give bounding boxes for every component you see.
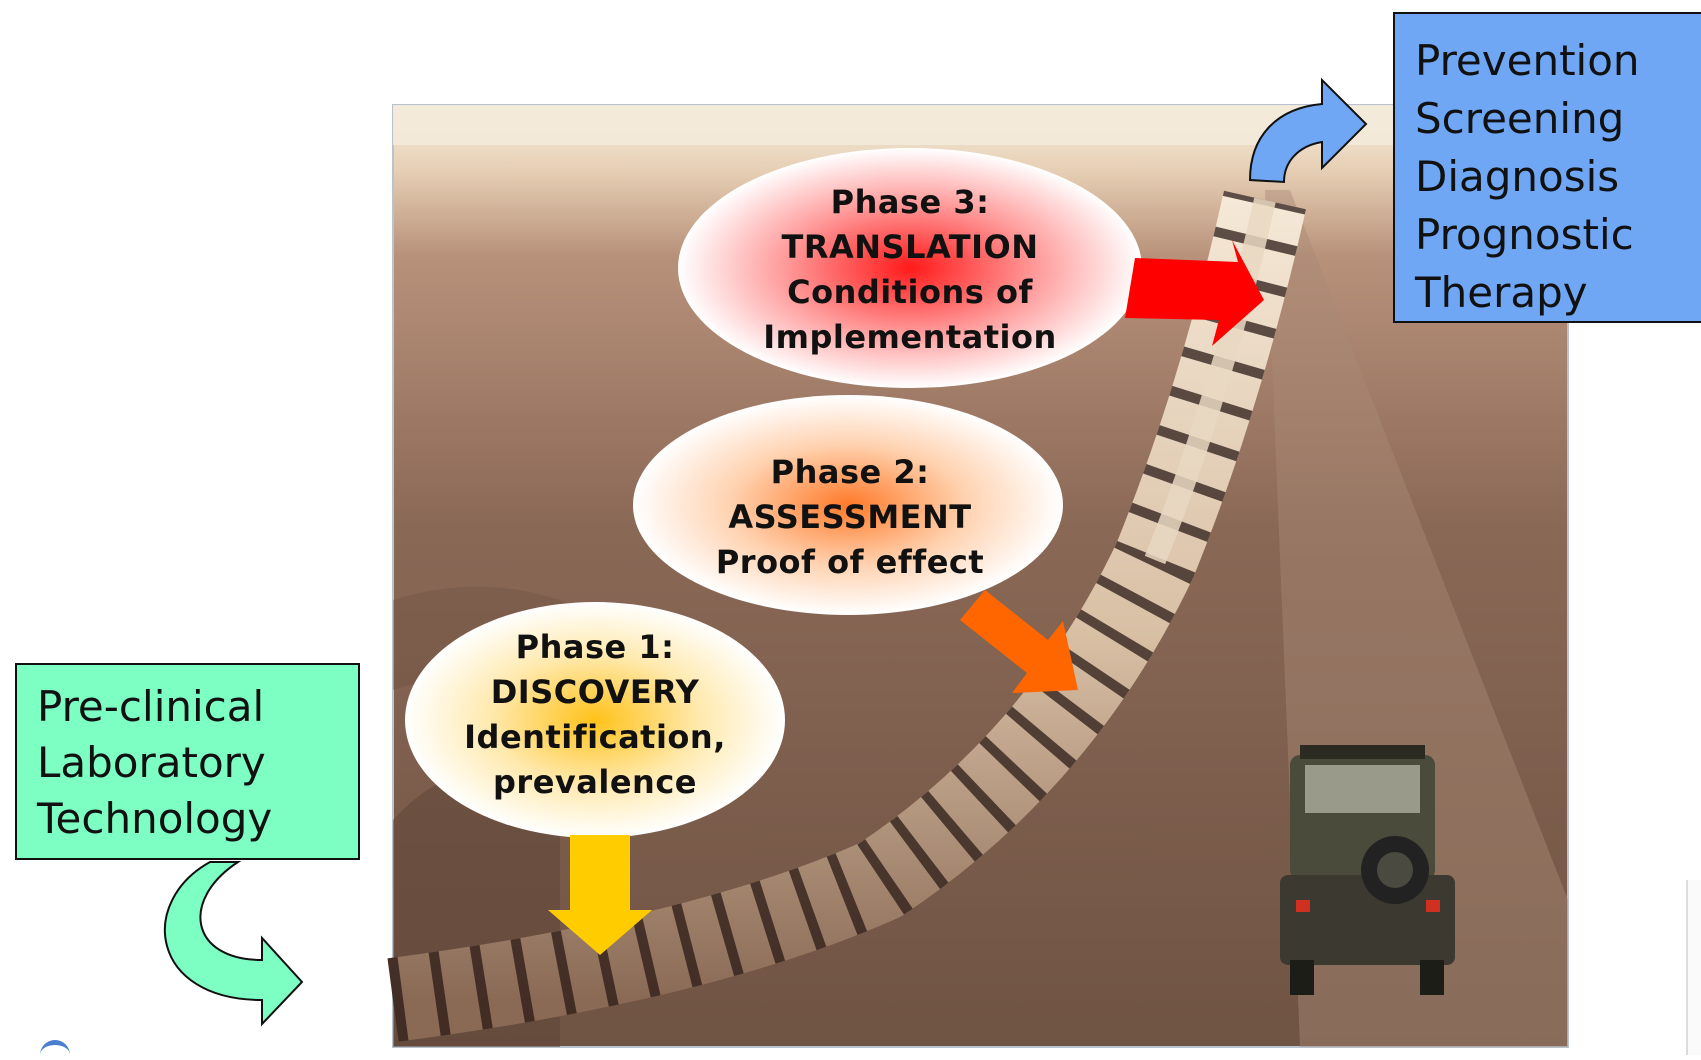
phase1-arrow-icon bbox=[548, 835, 652, 955]
outcome-line: Diagnosis bbox=[1415, 152, 1620, 201]
vehicle bbox=[1280, 745, 1455, 995]
phase1-line: Phase 1: bbox=[515, 628, 675, 666]
preclinical-line: Technology bbox=[37, 794, 273, 843]
phase1-label: Phase 1: DISCOVERY Identification, preva… bbox=[410, 625, 780, 805]
phase2-bubble bbox=[633, 395, 1063, 615]
phase1-line: Identification, bbox=[464, 718, 726, 756]
preclinical-line: Laboratory bbox=[37, 738, 266, 787]
phase2-arrow-icon bbox=[960, 590, 1078, 693]
preclinical-line: Pre-clinical bbox=[37, 682, 265, 731]
preclinical-box: Pre-clinical Laboratory Technology bbox=[15, 663, 360, 860]
phase3-arrow-icon bbox=[1125, 240, 1264, 346]
phase3-line: Conditions of bbox=[787, 273, 1033, 311]
edge-fragment bbox=[1686, 880, 1701, 1055]
logo-fragment-icon bbox=[40, 1040, 70, 1060]
pipeline bbox=[387, 190, 1306, 1042]
phase3-bubble bbox=[678, 148, 1142, 388]
phase1-line: DISCOVERY bbox=[490, 673, 700, 711]
phase1-bubble bbox=[405, 602, 785, 838]
phase3-line: TRANSLATION bbox=[781, 228, 1039, 266]
outcomes-box: Prevention Screening Diagnosis Prognosti… bbox=[1393, 12, 1701, 323]
outcome-line: Therapy bbox=[1415, 268, 1588, 317]
curved-arrow-green-icon bbox=[164, 861, 304, 1027]
phase1-line: prevalence bbox=[493, 763, 697, 801]
phase2-line: ASSESSMENT bbox=[728, 498, 972, 536]
phase2-line: Proof of effect bbox=[715, 543, 985, 581]
outcome-line: Screening bbox=[1415, 94, 1625, 143]
phase3-line: Phase 3: bbox=[830, 183, 990, 221]
curved-arrow-blue-icon bbox=[1248, 77, 1368, 184]
outcome-line: Prevention bbox=[1415, 36, 1640, 85]
phase2-line: Phase 2: bbox=[770, 453, 930, 491]
outcome-line: Prognostic bbox=[1415, 210, 1634, 259]
phase2-label: Phase 2: ASSESSMENT Proof of effect bbox=[655, 450, 1045, 585]
phase3-line: Implementation bbox=[763, 318, 1057, 356]
phase3-label: Phase 3: TRANSLATION Conditions of Imple… bbox=[700, 180, 1120, 360]
